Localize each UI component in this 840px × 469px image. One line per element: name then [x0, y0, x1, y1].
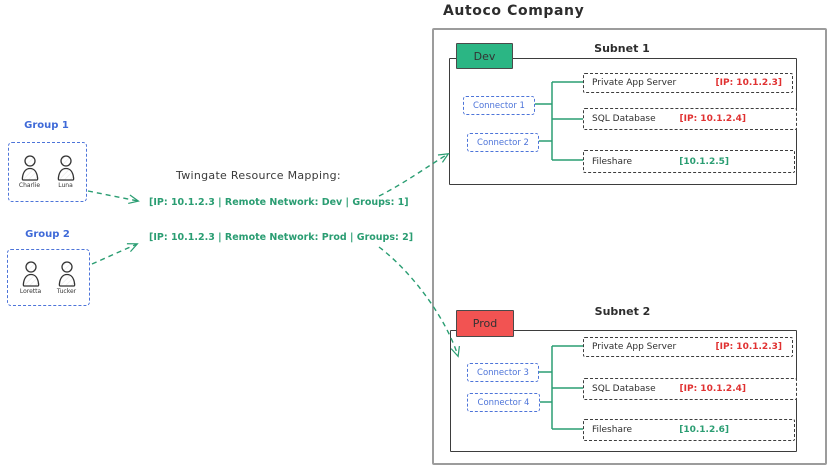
connector-2: Connector 2	[467, 133, 539, 152]
group1-box: Charlie Luna	[8, 142, 87, 202]
resource-ip: [IP: 10.1.2.3]	[715, 78, 782, 88]
resource-fileshare-s1: Fileshare [10.1.2.5]	[583, 150, 795, 173]
arrow-rule1-to-connector2	[378, 153, 450, 197]
resource-sql-database-s2: SQL Database [IP: 10.1.2.4]	[583, 378, 797, 400]
subnet1-tree	[533, 81, 583, 161]
subnet1-label: Subnet 1	[594, 42, 650, 55]
member-name: Luna	[58, 182, 73, 189]
mapping-title: Twingate Resource Mapping:	[176, 169, 341, 182]
resource-ip: [10.1.2.6]	[679, 425, 729, 435]
resource-fileshare-s2: Fileshare [10.1.2.6]	[583, 419, 795, 441]
mapping-rule-1: [IP: 10.1.2.3 | Remote Network: Dev | Gr…	[149, 197, 409, 208]
group2-label: Group 2	[25, 229, 70, 240]
company-title: Autoco Company	[443, 3, 585, 19]
resource-ip: [IP: 10.1.2.4]	[679, 114, 746, 124]
connector-1: Connector 1	[463, 96, 535, 115]
person-icon	[21, 155, 38, 181]
company-boundary-box	[432, 28, 827, 465]
resource-name: Fileshare	[592, 425, 633, 435]
person-icon	[58, 260, 75, 287]
member-name: Tucker	[56, 287, 77, 295]
member-name: Loretta	[19, 287, 42, 295]
arrow-group1-to-rule1	[87, 190, 140, 205]
subnet2-label: Subnet 2	[594, 305, 651, 318]
group2-box: Loretta Tucker	[7, 249, 90, 306]
member-luna: Luna	[55, 155, 77, 189]
arrow-group2-to-rule2	[91, 243, 139, 265]
resource-name: Fileshare	[592, 156, 633, 167]
member-charlie: Charlie	[19, 155, 41, 189]
person-icon	[57, 155, 74, 181]
resource-ip: [IP: 10.1.2.4]	[679, 384, 746, 394]
connector-4: Connector 4	[467, 393, 540, 412]
group1-label: Group 1	[24, 120, 69, 131]
resource-name: Private App Server	[592, 78, 677, 88]
resource-name: SQL Database	[592, 114, 656, 124]
subnet2-tree	[537, 345, 583, 430]
resource-private-app-server-s1: Private App Server [IP: 10.1.2.3]	[583, 73, 793, 93]
member-tucker: Tucker	[56, 260, 78, 295]
prod-badge: Prod	[456, 310, 514, 337]
resource-ip: [10.1.2.5]	[679, 156, 729, 167]
connector-3: Connector 3	[467, 363, 539, 382]
resource-name: Private App Server	[592, 342, 677, 352]
person-icon	[22, 260, 39, 287]
member-loretta: Loretta	[19, 260, 42, 295]
arrow-rule2-to-connector3	[378, 246, 460, 358]
resource-ip: [IP: 10.1.2.3]	[715, 342, 782, 352]
resource-private-app-server-s2: Private App Server [IP: 10.1.2.3]	[583, 337, 793, 357]
dev-badge: Dev	[456, 43, 513, 69]
member-name: Charlie	[18, 182, 41, 189]
mapping-rule-2: [IP: 10.1.2.3 | Remote Network: Prod | G…	[149, 232, 414, 243]
resource-name: SQL Database	[592, 384, 656, 394]
resource-sql-database-s1: SQL Database [IP: 10.1.2.4]	[583, 108, 797, 130]
